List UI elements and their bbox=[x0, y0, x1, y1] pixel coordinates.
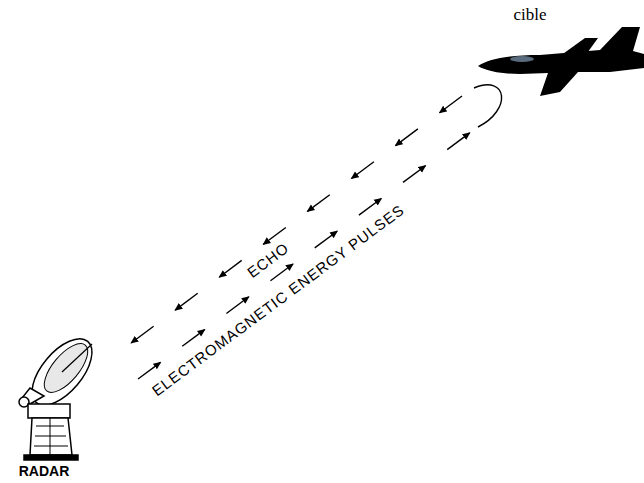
pulse-arrows bbox=[138, 133, 470, 379]
target-label: cible bbox=[513, 6, 546, 23]
radar-label: RADAR bbox=[19, 464, 70, 478]
radar-antenna bbox=[19, 329, 103, 460]
reflection-loop bbox=[474, 85, 502, 127]
echo-label: ECHO bbox=[245, 240, 292, 280]
aircraft-silhouette bbox=[478, 27, 644, 96]
echo-arrows bbox=[131, 96, 462, 343]
